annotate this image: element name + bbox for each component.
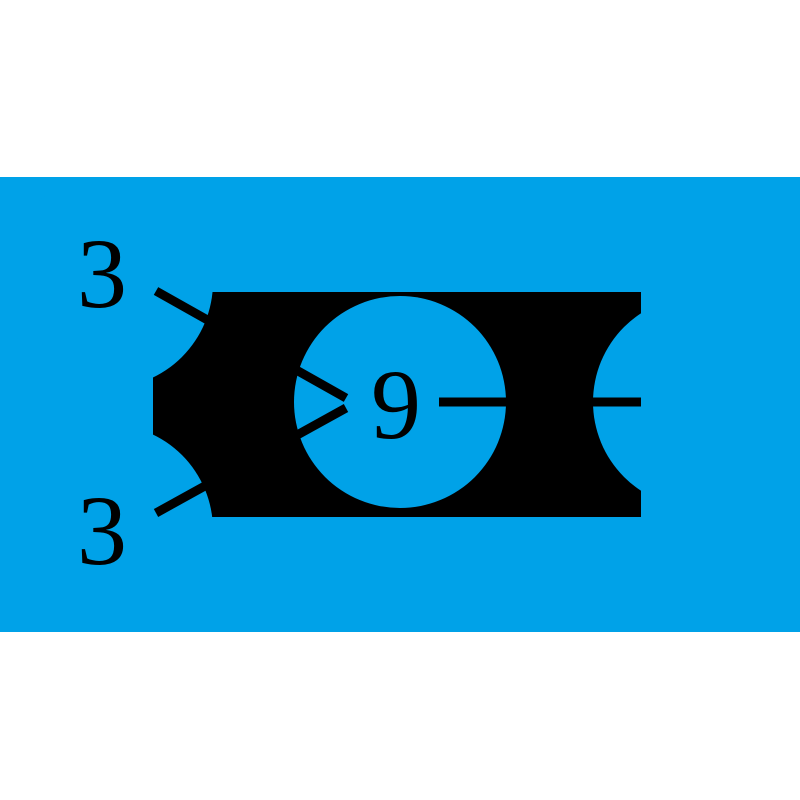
edge-factor-bottom-to-product — [153, 404, 349, 517]
node-circle-product — [294, 296, 506, 508]
node-circle-factor-bottom — [1, 424, 213, 632]
node-circle-next-node — [593, 296, 800, 508]
node-labels-layer: 3 3 9 — [77, 218, 421, 586]
node-cutouts-layer — [1, 177, 800, 632]
node-value-product: 9 — [371, 349, 421, 460]
node-value-factor-top: 3 — [77, 218, 127, 329]
edges-layer — [153, 287, 641, 517]
node-value-factor-bottom: 3 — [77, 475, 127, 586]
node-circle-factor-top — [1, 177, 213, 388]
edge-factor-top-to-product — [153, 287, 349, 402]
